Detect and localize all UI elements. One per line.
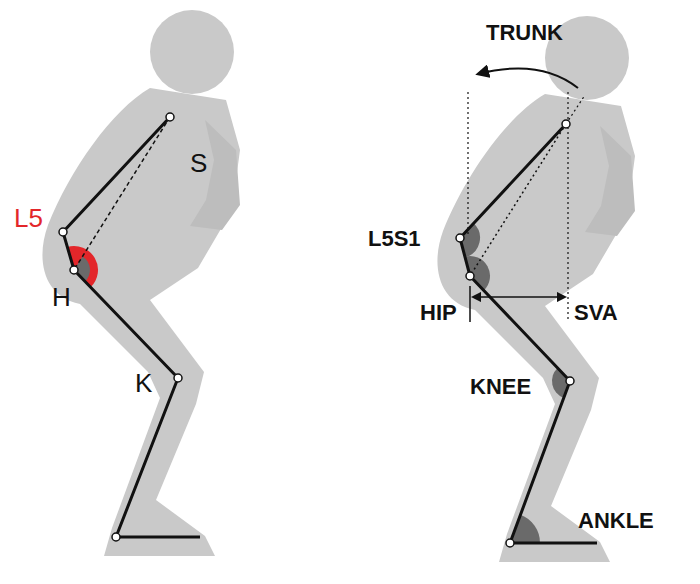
joint-marker [112,533,120,541]
joint-marker [506,539,514,547]
joint-marker [562,120,570,128]
joint-marker [59,228,67,236]
segment-line [63,117,200,537]
joint-label: TRUNK [486,22,563,44]
segment-line [460,124,597,543]
joint-label: HIP [420,302,457,324]
left-silhouette [42,10,240,556]
joint-marker [174,374,182,382]
joint-label: L5 [14,205,43,231]
dotted-line [470,124,566,276]
joint-marker [456,234,464,242]
joint-label: L5S1 [368,228,421,250]
joint-marker [70,266,78,274]
dashed-line [74,117,170,270]
joint-label: H [52,284,71,310]
sva-dimension [473,296,565,298]
joint-marker [466,272,474,280]
vertical-reference [467,92,468,236]
dimension-tick [469,286,471,322]
trunk-arrow [478,68,578,88]
joint-label: SVA [574,302,618,324]
joint-marker [166,113,174,121]
joint-label: KNEE [470,376,531,398]
joint-label: ANKLE [578,510,654,532]
joint-label: S [190,150,207,176]
joint-label: K [135,370,152,396]
trunk-extension [566,95,585,124]
joint-marker [566,377,574,385]
right-silhouette [437,16,635,562]
